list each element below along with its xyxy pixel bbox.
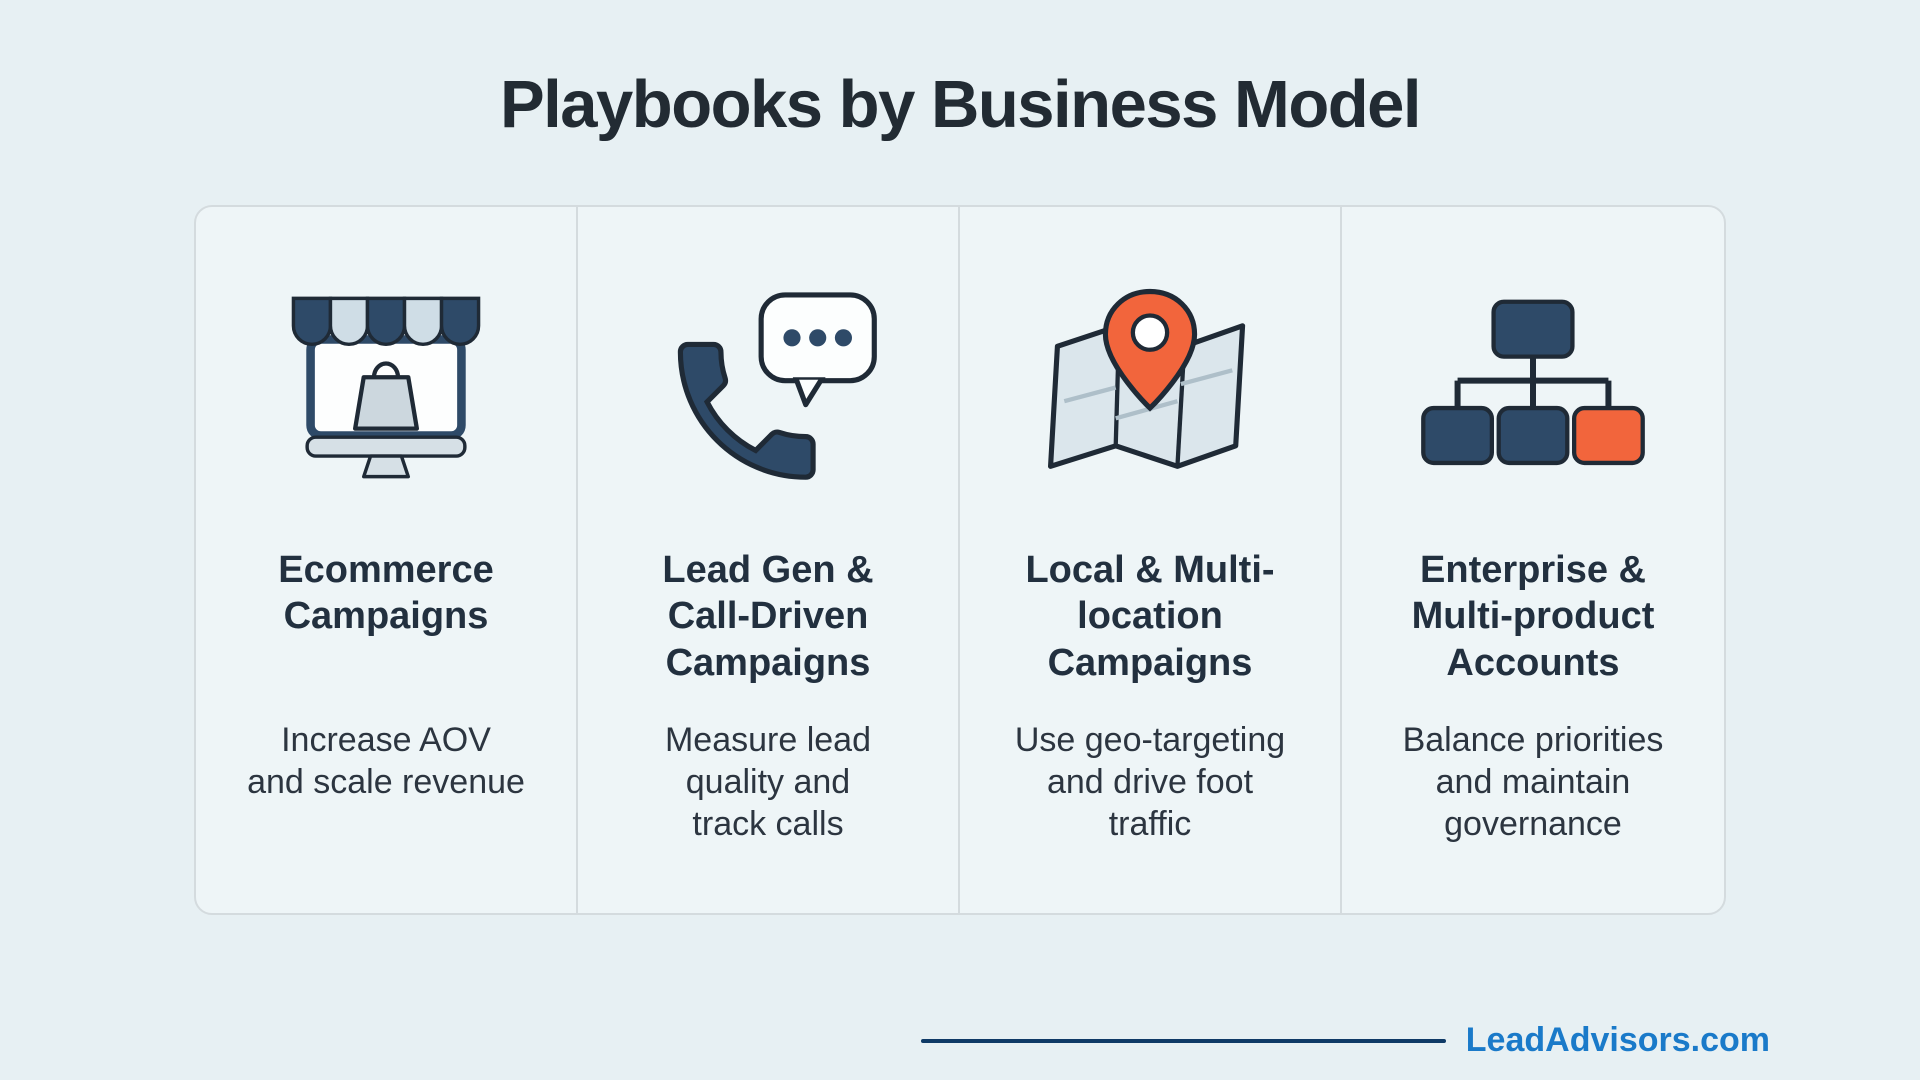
card-local-multilocation: Local & Multi- location Campaigns Use ge… [960,207,1342,913]
card-title: Enterprise & Multi-product Accounts [1411,549,1655,684]
card-description: Use geo-targeting and drive foot traffic [1014,721,1286,844]
card-description: Balance priorities and maintain governan… [1402,721,1664,844]
map-pin-icon [960,263,1340,511]
card-title: Ecommerce Campaigns [278,549,494,638]
card-description: Increase AOV and scale revenue [247,721,525,802]
card-lead-gen-call-driven: Lead Gen & Call-Driven Campaigns Measure… [578,207,960,913]
org-chart-icon [1342,263,1724,511]
card-description: Measure lead quality and track calls [664,721,871,844]
card-title: Lead Gen & Call-Driven Campaigns [662,549,874,684]
card-title: Local & Multi- location Campaigns [1025,549,1275,684]
card-enterprise-multiproduct: Enterprise & Multi-product Accounts Bala… [1342,207,1724,913]
phone-chat-icon [578,263,958,511]
storefront-monitor-icon [196,263,576,511]
page-title: Playbooks by Business Model [499,67,1422,142]
cards-container: Ecommerce Campaigns Increase AOV and sca… [194,205,1726,915]
footer-divider-line [920,1038,1446,1043]
brand-link[interactable]: LeadAdvisors.com [1465,1021,1770,1059]
footer: LeadAdvisors.com [920,1021,1770,1060]
card-ecommerce-campaigns: Ecommerce Campaigns Increase AOV and sca… [196,207,578,913]
